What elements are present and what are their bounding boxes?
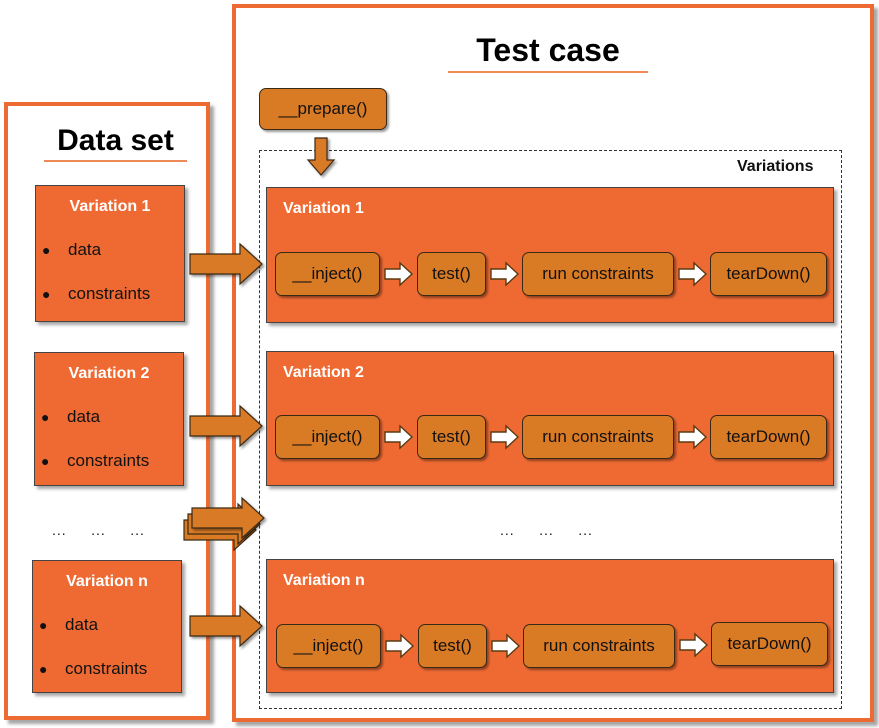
teardown-step-2: tearDown() xyxy=(710,415,827,459)
test-case-variation-2-title: Variation 2 xyxy=(283,364,364,381)
inject-step-1: __inject() xyxy=(275,252,380,296)
data-set-variation-2-data: ●data xyxy=(41,407,101,426)
bullet-icon: ● xyxy=(39,617,48,633)
run-constraints-step-1: run constraints xyxy=(522,252,674,296)
inject-step-n: __inject() xyxy=(276,624,381,668)
step-arrow-na xyxy=(385,633,415,659)
step-arrow-2a xyxy=(384,424,414,450)
prepare-step: __prepare() xyxy=(259,88,387,130)
data-set-variation-1-constraints: ●constraints xyxy=(42,284,151,303)
teardown-step-n: tearDown() xyxy=(711,622,828,666)
bullet-icon: ● xyxy=(39,661,48,677)
run-constraints-step-2: run constraints xyxy=(522,415,674,459)
variation-1-link-arrow xyxy=(189,242,263,286)
data-set-variation-2: Variation 2 ●data ●constraints xyxy=(34,352,184,486)
test-case-title: Test case xyxy=(448,32,648,73)
data-set-variation-2-title: Variation 2 xyxy=(68,365,150,382)
variation-2-link-arrow xyxy=(189,404,263,448)
step-arrow-1b xyxy=(490,261,520,287)
variations-container xyxy=(259,150,842,709)
bullet-icon: ● xyxy=(42,286,51,302)
step-arrow-1c xyxy=(678,261,708,287)
step-arrow-1a xyxy=(384,261,414,287)
test-step-2: test() xyxy=(417,415,486,459)
data-set-variation-1-title: Variation 1 xyxy=(69,198,151,215)
teardown-step-1: tearDown() xyxy=(710,252,827,296)
step-arrow-nb xyxy=(491,633,521,659)
data-set-title: Data set xyxy=(44,124,187,162)
data-set-variation-n: Variation n ●data ●constraints xyxy=(32,560,182,693)
bullet-icon: ● xyxy=(42,242,51,258)
data-set-variation-1-data: ●data xyxy=(42,240,102,259)
data-set-variation-n-title: Variation n xyxy=(66,573,148,590)
inject-step-2: __inject() xyxy=(275,415,380,459)
data-set-variation-1: Variation 1 ●data ●constraints xyxy=(35,185,185,322)
run-constraints-step-n: run constraints xyxy=(523,624,675,668)
bullet-icon: ● xyxy=(41,409,50,425)
data-set-ellipsis: ... ... ... xyxy=(52,522,145,538)
step-arrow-nc xyxy=(679,632,709,658)
bullet-icon: ● xyxy=(41,453,50,469)
variation-n-link-arrow xyxy=(189,604,263,648)
data-set-variation-2-constraints: ●constraints xyxy=(41,451,150,470)
data-set-variation-n-constraints: ●constraints xyxy=(39,659,148,678)
step-arrow-2c xyxy=(678,424,708,450)
test-case-variation-n-title: Variation n xyxy=(283,572,365,589)
test-case-ellipsis: ... ... ... xyxy=(500,522,593,538)
prepare-down-arrow xyxy=(306,137,336,176)
test-case-variation-1-title: Variation 1 xyxy=(283,200,364,217)
variations-label: Variations xyxy=(737,158,814,175)
test-step-n: test() xyxy=(418,624,487,668)
data-set-variation-n-data: ●data xyxy=(39,615,99,634)
step-arrow-2b xyxy=(490,424,520,450)
stacked-link-arrow-front xyxy=(191,496,265,540)
test-step-1: test() xyxy=(417,252,486,296)
